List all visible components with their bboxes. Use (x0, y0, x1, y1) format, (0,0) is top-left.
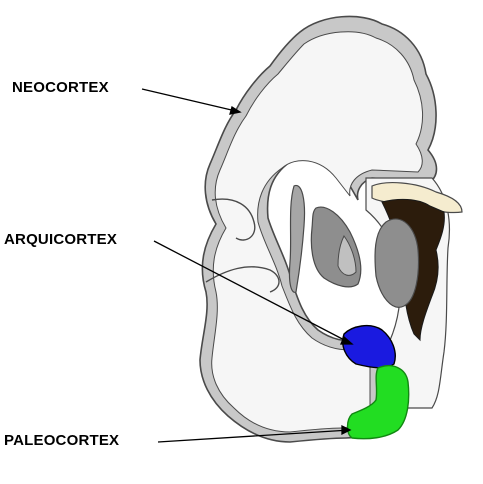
arquicortex-label: ARQUICORTEX (4, 231, 118, 248)
paleocortex-label: PALEOCORTEX (4, 432, 120, 449)
ventricle-thin (288, 184, 306, 293)
gray-nucleus (374, 218, 420, 308)
leader-lines (141, 88, 354, 443)
arquicortex-leader (153, 240, 353, 345)
ventricle-large (310, 206, 362, 288)
ventricle-inner (337, 235, 357, 276)
paleocortex-leader-arrow (341, 424, 352, 436)
sulcus-fold-lower (205, 266, 280, 293)
neocortex-label: NEOCORTEX (12, 79, 109, 96)
neocortex-leader (141, 88, 241, 113)
paleocortex-leader (157, 429, 351, 443)
neocortex-leader-arrow (229, 105, 242, 115)
arquicortex-region (342, 324, 396, 369)
arquicortex-leader-arrow (340, 335, 354, 345)
paleocortex-region (346, 364, 410, 440)
sulcus-fold-upper (211, 198, 256, 241)
